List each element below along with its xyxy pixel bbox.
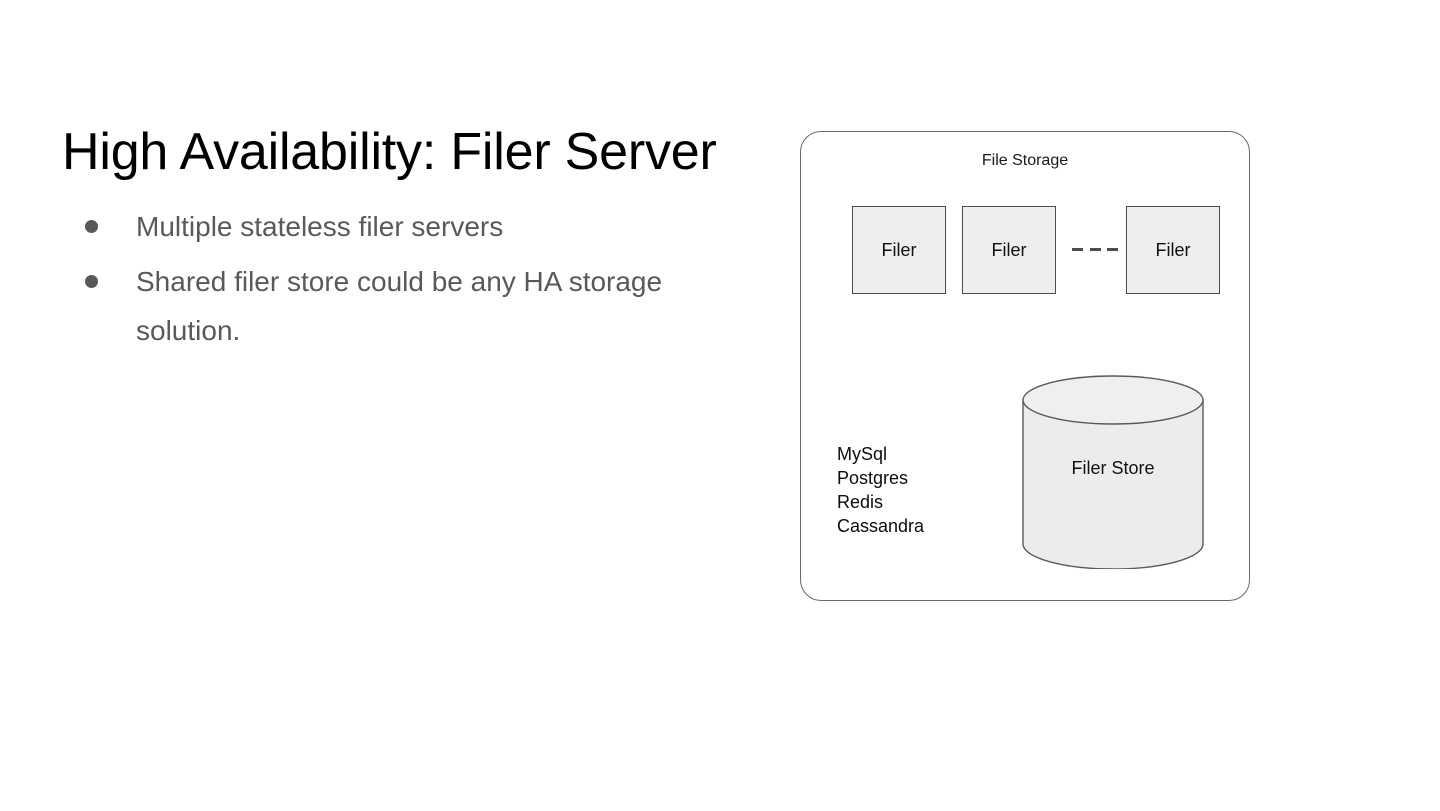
filer-store-label: Filer Store [1071, 458, 1155, 478]
backend-option-cassandra: Cassandra [837, 516, 925, 536]
filer-box-1: Filer [852, 206, 946, 294]
list-item: Multiple stateless filer servers [78, 202, 698, 251]
filer-row: Filer Filer Filer [800, 206, 1250, 294]
dashed-separator-icon [1072, 248, 1118, 251]
list-item: Shared filer store could be any HA stora… [78, 257, 698, 355]
file-storage-diagram: File Storage Filer Filer Filer MySql Pos… [800, 131, 1250, 601]
filer-box-1-label: Filer [881, 239, 917, 260]
backend-store-options: MySql Postgres Redis Cassandra [837, 442, 924, 538]
file-storage-label: File Storage [981, 152, 1069, 169]
filer-box-2: Filer [962, 206, 1056, 294]
filer-box-3: Filer [1126, 206, 1220, 294]
bullet-dot-icon [85, 275, 98, 288]
backend-option-redis: Redis [837, 492, 884, 512]
page-title: High Availability: Filer Server [62, 122, 717, 181]
backend-option-postgres: Postgres [837, 468, 909, 488]
list-item-label: Shared filer store could be any HA stora… [136, 266, 663, 346]
filer-box-2-label: Filer [991, 239, 1027, 260]
list-item-label: Multiple stateless filer servers [136, 211, 504, 242]
filer-store-cylinder: Filer Store [1022, 375, 1204, 569]
filer-box-3-label: Filer [1155, 239, 1191, 260]
backend-option-mysql: MySql [837, 444, 888, 464]
bullet-dot-icon [85, 220, 98, 233]
bullet-list: Multiple stateless filer servers Shared … [78, 202, 698, 361]
cylinder-shape-icon [1022, 375, 1204, 569]
